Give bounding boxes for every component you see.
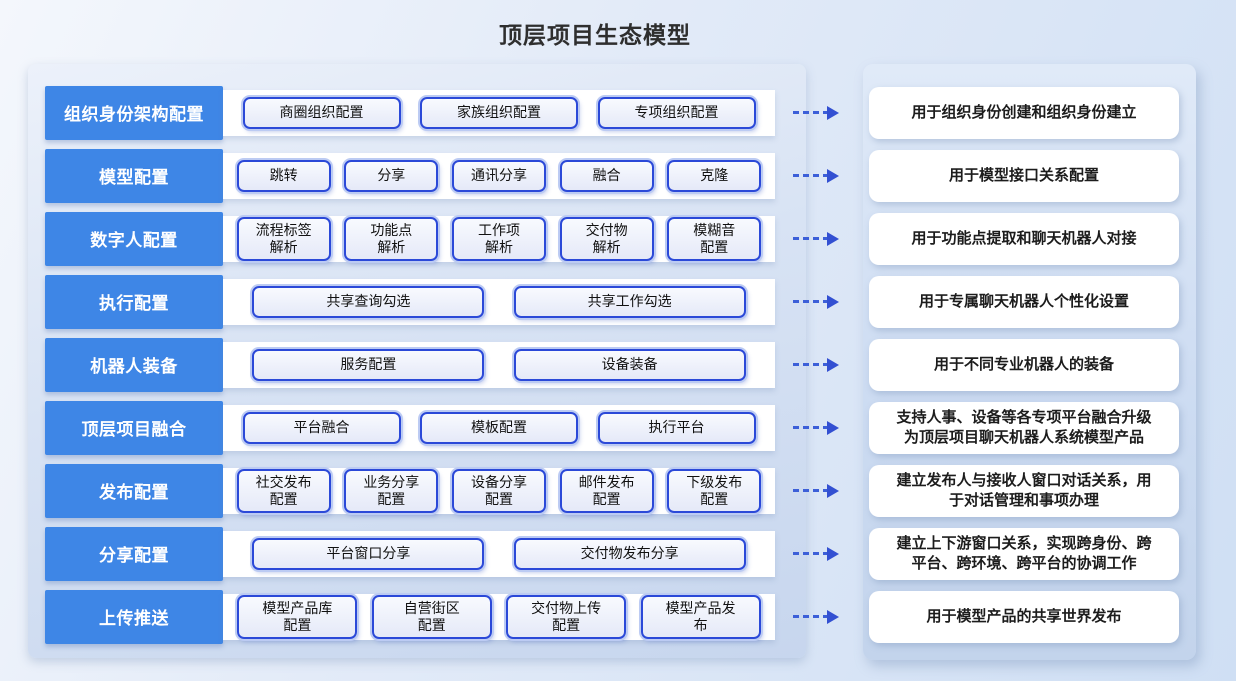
diagram-row: 模型配置跳转分享通讯分享融合克隆 用于模型接口关系配置 — [0, 144, 1236, 207]
config-box: 设备装备 — [513, 348, 746, 381]
diagram-row: 机器人装备服务配置设备装备 用于不同专业机器人的装备 — [0, 333, 1236, 396]
row-label: 模型配置 — [45, 148, 223, 203]
config-box: 功能点 解析 — [344, 216, 439, 261]
diagram-row: 组织身份架构配置商圈组织配置家族组织配置专项组织配置 用于组织身份创建和组织身份建… — [0, 81, 1236, 144]
row-description: 支持人事、设备等各专项平台融合升级 为顶层项目聊天机器人系统模型产品 — [869, 401, 1179, 454]
arrow-head — [827, 357, 839, 372]
row-description: 建立上下游窗口关系，实现跨身份、跨 平台、跨环境、跨平台的协调工作 — [869, 527, 1179, 580]
row-strip: 模型产品库 配置自营街区 配置交付物上传 配置模型产品发 布 — [223, 593, 775, 640]
arrow-dash — [793, 363, 829, 366]
row-label: 数字人配置 — [45, 211, 223, 266]
config-box: 自营街区 配置 — [371, 594, 492, 639]
arrow-head — [827, 105, 839, 120]
diagram-row: 执行配置共享查询勾选共享工作勾选 用于专属聊天机器人个性化设置 — [0, 270, 1236, 333]
config-box: 模板配置 — [420, 411, 578, 444]
arrow-dash — [793, 174, 829, 177]
arrow-dash — [793, 426, 829, 429]
config-box: 工作项 解析 — [451, 216, 546, 261]
config-box: 共享工作勾选 — [513, 285, 746, 318]
row-strip: 社交发布 配置业务分享 配置设备分享 配置邮件发布 配置下级发布 配置 — [223, 467, 775, 514]
arrow-dash — [793, 552, 829, 555]
row-description: 用于专属聊天机器人个性化设置 — [869, 275, 1179, 328]
arrow-head — [827, 420, 839, 435]
dashed-arrow-icon — [775, 546, 857, 561]
config-box: 分享 — [344, 159, 439, 192]
arrow-dash — [793, 615, 829, 618]
diagram-row: 数字人配置流程标签 解析功能点 解析工作项 解析交付物 解析模糊音 配置 用于功能… — [0, 207, 1236, 270]
row-strip: 流程标签 解析功能点 解析工作项 解析交付物 解析模糊音 配置 — [223, 215, 775, 262]
config-box: 共享查询勾选 — [252, 285, 485, 318]
dashed-arrow-icon — [775, 231, 857, 246]
diagram-row: 发布配置社交发布 配置业务分享 配置设备分享 配置邮件发布 配置下级发布 配置 建… — [0, 459, 1236, 522]
config-box: 下级发布 配置 — [667, 468, 762, 513]
dashed-arrow-icon — [775, 168, 857, 183]
arrow-head — [827, 168, 839, 183]
row-strip: 平台融合模板配置执行平台 — [223, 404, 775, 451]
config-box: 融合 — [559, 159, 654, 192]
config-box: 执行平台 — [597, 411, 756, 444]
config-box: 服务配置 — [252, 348, 485, 381]
row-strip: 共享查询勾选共享工作勾选 — [223, 278, 775, 325]
rows-layer: 组织身份架构配置商圈组织配置家族组织配置专项组织配置 用于组织身份创建和组织身份建… — [0, 64, 1236, 648]
row-strip: 服务配置设备装备 — [223, 341, 775, 388]
arrow-dash — [793, 237, 829, 240]
row-label: 发布配置 — [45, 463, 223, 518]
diagram-row: 上传推送模型产品库 配置自营街区 配置交付物上传 配置模型产品发 布 用于模型产品… — [0, 585, 1236, 648]
row-description: 用于模型接口关系配置 — [869, 149, 1179, 202]
config-box: 交付物 解析 — [559, 216, 654, 261]
config-box: 平台融合 — [242, 411, 401, 444]
arrow-head — [827, 231, 839, 246]
arrow-dash — [793, 111, 829, 114]
arrow-dash — [793, 300, 829, 303]
config-box: 交付物发布分享 — [513, 537, 746, 570]
row-description: 用于功能点提取和聊天机器人对接 — [869, 212, 1179, 265]
dashed-arrow-icon — [775, 294, 857, 309]
arrow-dash — [793, 489, 829, 492]
row-description: 用于组织身份创建和组织身份建立 — [869, 86, 1179, 139]
diagram-row: 顶层项目融合平台融合模板配置执行平台 支持人事、设备等各专项平台融合升级 为顶层项… — [0, 396, 1236, 459]
row-description: 用于模型产品的共享世界发布 — [869, 590, 1179, 643]
config-box: 商圈组织配置 — [242, 96, 401, 129]
row-label: 顶层项目融合 — [45, 400, 223, 455]
config-box: 模型产品库 配置 — [237, 594, 358, 639]
dashed-arrow-icon — [775, 420, 857, 435]
row-strip: 商圈组织配置家族组织配置专项组织配置 — [223, 89, 775, 136]
config-box: 邮件发布 配置 — [559, 468, 654, 513]
arrow-head — [827, 483, 839, 498]
page-title: 顶层项目生态模型 — [499, 22, 691, 48]
diagram-row: 分享配置平台窗口分享交付物发布分享 建立上下游窗口关系，实现跨身份、跨 平台、跨环… — [0, 522, 1236, 585]
dashed-arrow-icon — [775, 105, 857, 120]
row-description: 用于不同专业机器人的装备 — [869, 338, 1179, 391]
config-box: 克隆 — [667, 159, 762, 192]
row-strip: 跳转分享通讯分享融合克隆 — [223, 152, 775, 199]
config-box: 流程标签 解析 — [236, 216, 331, 261]
config-box: 平台窗口分享 — [252, 537, 485, 570]
arrow-head — [827, 546, 839, 561]
config-box: 家族组织配置 — [420, 96, 578, 129]
config-box: 设备分享 配置 — [451, 468, 546, 513]
arrow-head — [827, 294, 839, 309]
config-box: 模型产品发 布 — [640, 594, 761, 639]
dashed-arrow-icon — [775, 357, 857, 372]
config-box: 通讯分享 — [451, 159, 546, 192]
config-box: 模糊音 配置 — [667, 216, 762, 261]
config-box: 社交发布 配置 — [236, 468, 331, 513]
row-label: 分享配置 — [45, 526, 223, 581]
row-label: 上传推送 — [45, 589, 223, 644]
row-label: 执行配置 — [45, 274, 223, 329]
config-box: 专项组织配置 — [597, 96, 756, 129]
row-label: 机器人装备 — [45, 337, 223, 392]
row-description: 建立发布人与接收人窗口对话关系，用 于对话管理和事项办理 — [869, 464, 1179, 517]
dashed-arrow-icon — [775, 483, 857, 498]
arrow-head — [827, 609, 839, 624]
row-label: 组织身份架构配置 — [45, 85, 223, 140]
row-strip: 平台窗口分享交付物发布分享 — [223, 530, 775, 577]
config-box: 交付物上传 配置 — [506, 594, 627, 639]
config-box: 业务分享 配置 — [344, 468, 439, 513]
config-box: 跳转 — [236, 159, 331, 192]
dashed-arrow-icon — [775, 609, 857, 624]
